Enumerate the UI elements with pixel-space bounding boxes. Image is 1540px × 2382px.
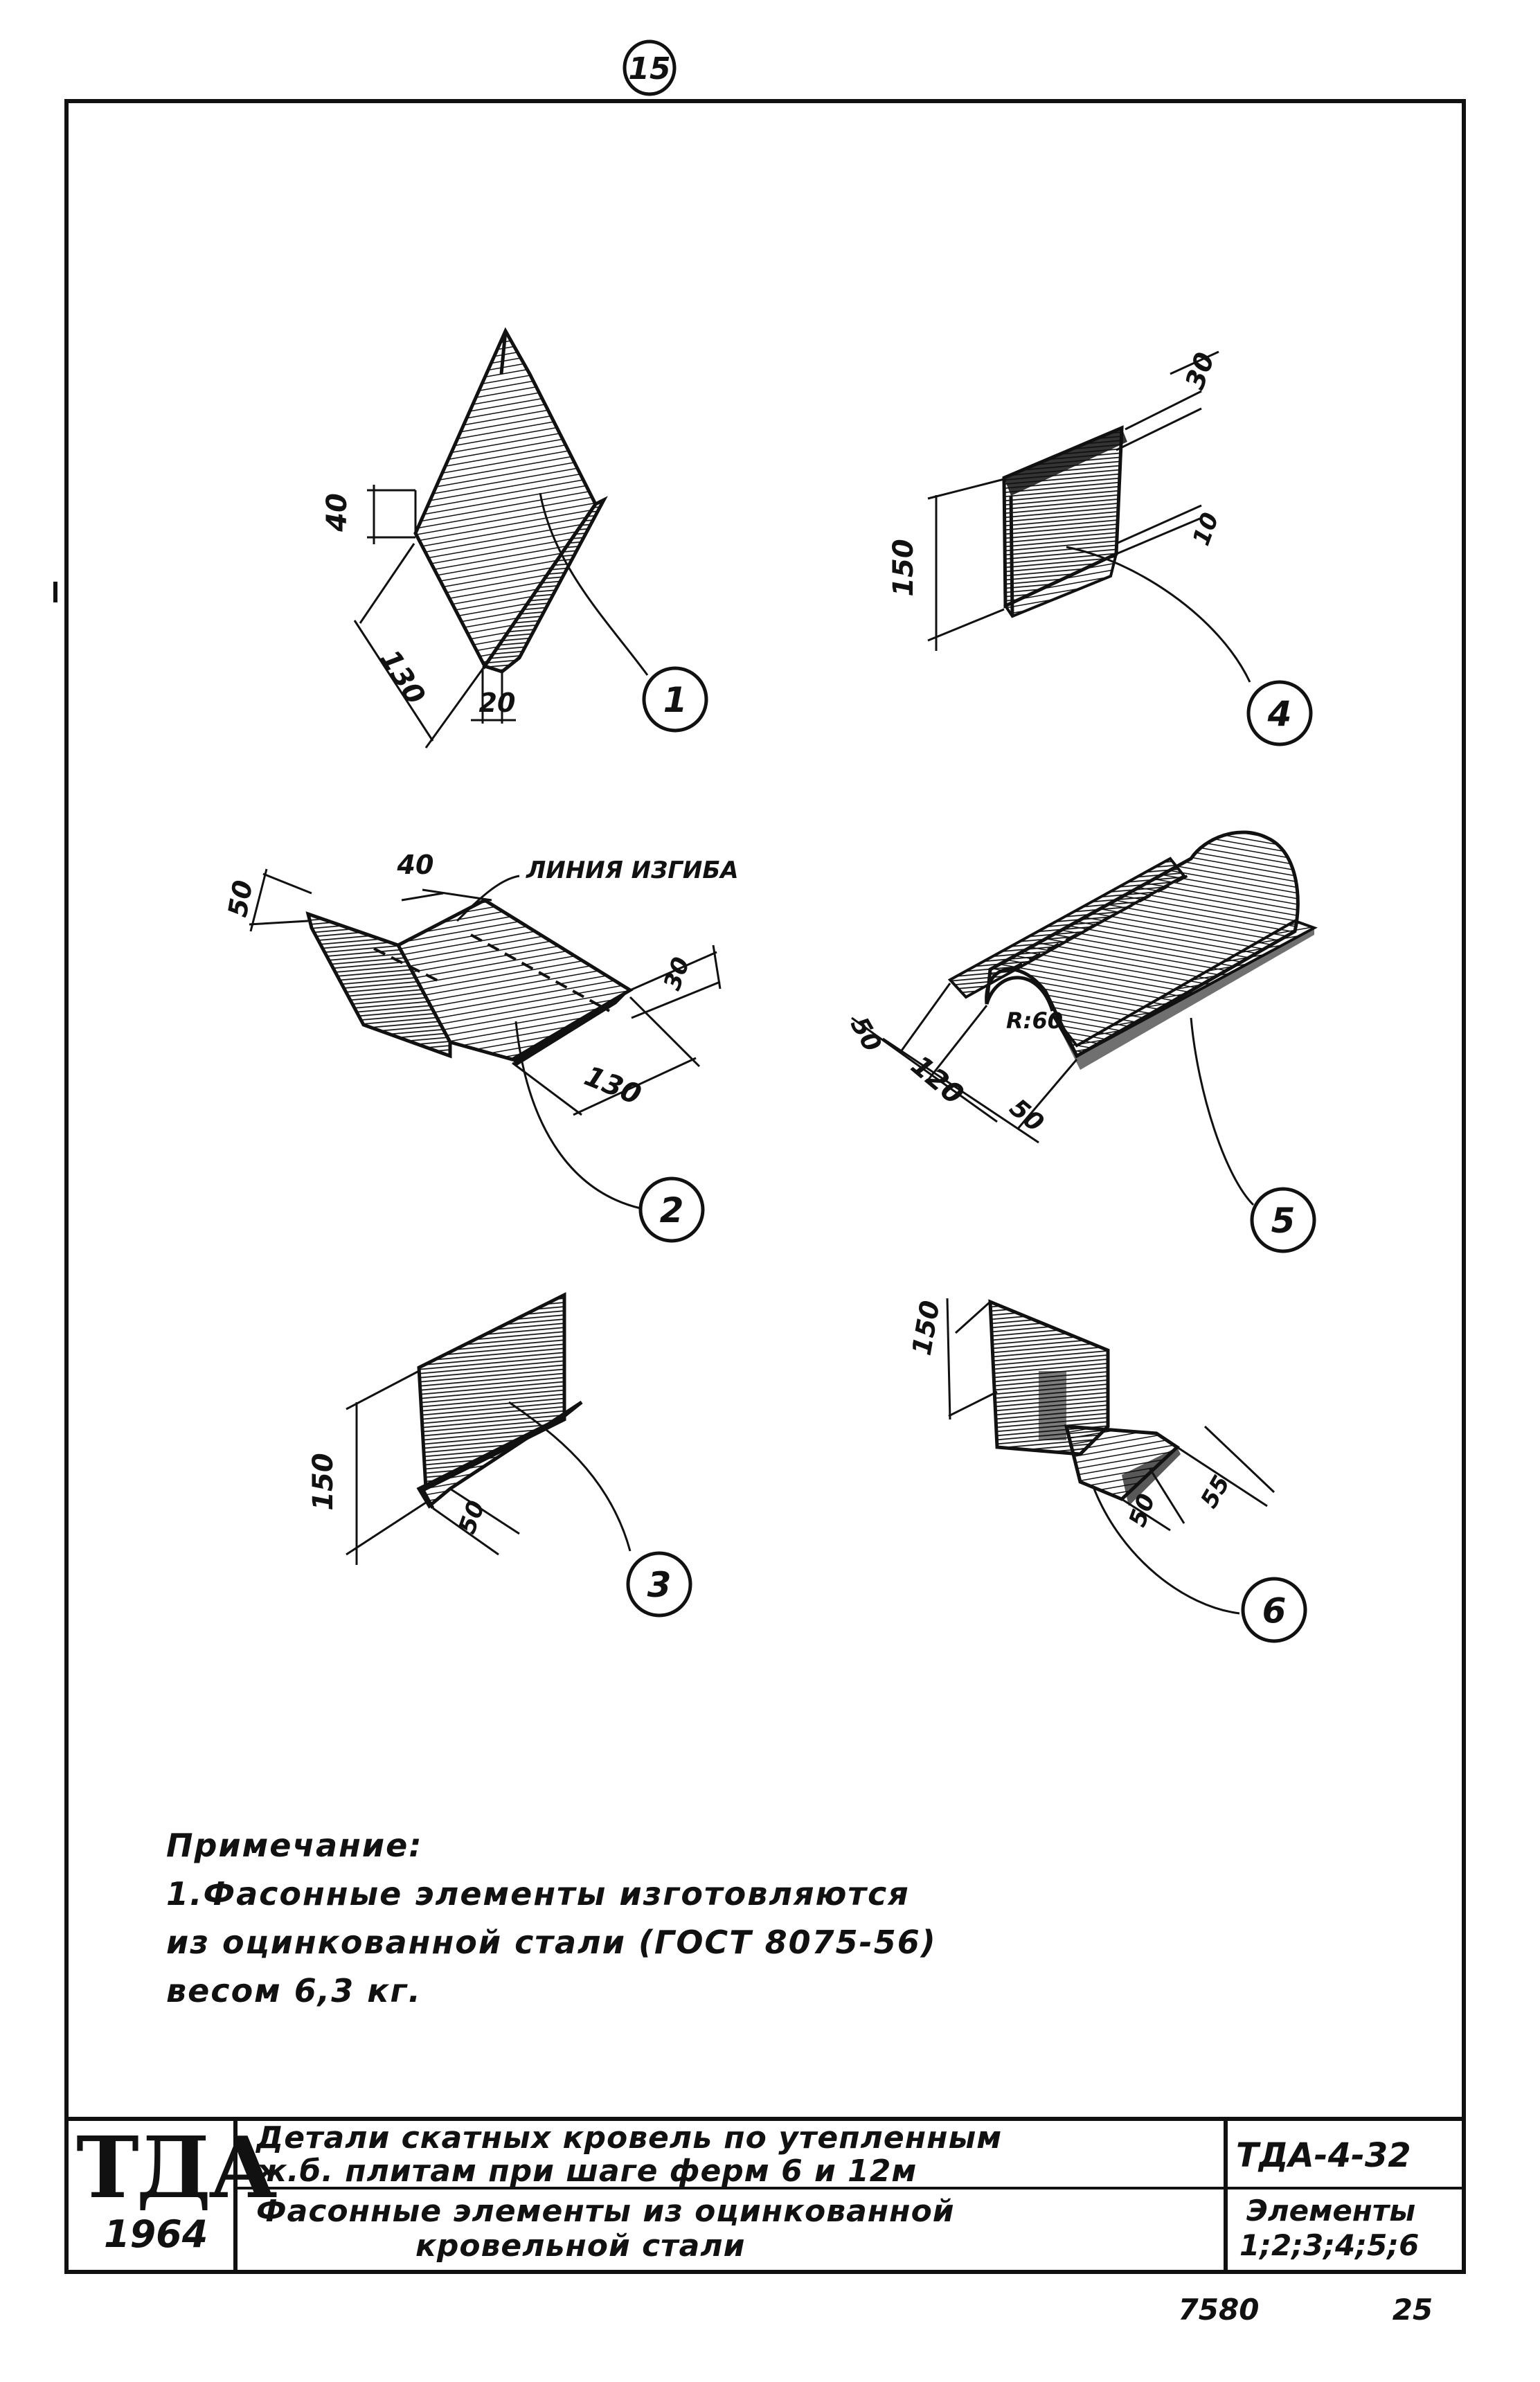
note-line-2: из оцинкованной стали (ГОСТ 8075-56) [166, 1924, 937, 1961]
detail-2-right-lip [512, 990, 630, 1066]
title-block-grid [66, 2117, 1464, 2272]
detail-6-dim-55: 55 [1195, 1471, 1235, 1513]
detail-4-dim-30: 30 [1179, 348, 1220, 393]
detail-2-dim-30: 30 [659, 953, 696, 994]
detail-4-bottom-lip [1003, 551, 1118, 618]
detail-2-bend-line-label: ЛИНИЯ ИЗГИБА [526, 857, 739, 884]
title-block-code: ТДА-4-32 [1236, 2136, 1411, 2175]
note-line-1: 1.Фасонные элементы изготовляются [166, 1875, 910, 1913]
detail-6-callout-label: 6 [1262, 1591, 1287, 1631]
detail-5-ridge-body [985, 830, 1300, 1059]
detail-2: 50 40 ЛИНИЯ ИЗГИБА 30 130 2 [222, 850, 739, 1243]
title-block-title-line-1: Детали скатных кровель по утепленным [256, 2120, 1003, 2156]
title-block-title-line-2: ж.б. плитам при шаге ферм 6 и 12м [256, 2153, 917, 2189]
detail-5-callout [1250, 1187, 1316, 1253]
detail-2-callout [638, 1176, 705, 1243]
title-block-org: ТДА [76, 2117, 278, 2217]
detail-6-dim-150: 150 [906, 1298, 946, 1358]
title-block-subtitle-line-2: кровельной стали [415, 2228, 746, 2264]
detail-3-bottom-flange [416, 1400, 583, 1509]
detail-3-vertical-face [417, 1291, 566, 1492]
detail-3-callout-label: 3 [647, 1565, 672, 1605]
detail-1-dim-20: 20 [479, 688, 516, 718]
detail-4-dim-150: 150 [888, 539, 920, 597]
detail-5-callout-label: 5 [1271, 1201, 1296, 1241]
detail-1: 40 130 20 1 [321, 327, 708, 749]
page-number-text: 15 [628, 51, 670, 87]
detail-1-drip-face [482, 496, 608, 674]
note-block: Примечание: 1.Фасонные элементы изготовл… [166, 1821, 1136, 2015]
detail-4-dim-10: 10 [1188, 509, 1225, 549]
title-block-year: 1964 [104, 2212, 208, 2256]
sheet-frame [64, 99, 1466, 2274]
archive-number: 7580 [1179, 2293, 1260, 2327]
note-heading: Примечание: [166, 1827, 423, 1864]
detail-5-dim-50-left: 50 [845, 1012, 887, 1057]
detail-5-radius: R:60 [1006, 1008, 1063, 1034]
detail-1-sloped-face [413, 327, 598, 670]
detail-4-callout [1246, 680, 1313, 746]
title-block-elements-label: Элементы [1246, 2194, 1416, 2228]
detail-4-top-flange [1004, 428, 1127, 496]
detail-2-dim-130: 130 [580, 1060, 646, 1111]
detail-3-dim-150: 150 [307, 1453, 339, 1511]
note-line-3: весом 6,3 кг. [166, 1972, 422, 2009]
detail-1-callout [642, 666, 708, 733]
detail-6-callout [1241, 1577, 1307, 1643]
detail-1-dim-130: 130 [373, 645, 431, 710]
detail-4: 30 10 150 4 [888, 348, 1313, 746]
sheet-index: 25 [1393, 2293, 1433, 2327]
detail-5: R:60 50 120 50 5 [845, 830, 1318, 1253]
detail-2-callout-label: 2 [660, 1190, 684, 1230]
detail-1-callout-label: 1 [663, 680, 688, 720]
detail-4-callout-label: 4 [1267, 694, 1292, 734]
title-block-elements-list: 1;2;3;4;5;6 [1239, 2228, 1420, 2262]
detail-3: 150 50 3 [307, 1291, 692, 1618]
detail-1-dim-40: 40 [321, 493, 353, 532]
detail-3-dim-50: 50 [454, 1497, 491, 1537]
detail-6: 150 50 55 6 [906, 1298, 1307, 1643]
detail-3-callout [626, 1551, 692, 1618]
title-block-subtitle-line-1: Фасонные элементы из оцинкованной [256, 2194, 955, 2229]
detail-2-dim-50: 50 [222, 878, 259, 920]
page-number: 15 [623, 39, 677, 96]
detail-2-dim-40: 40 [397, 850, 434, 880]
